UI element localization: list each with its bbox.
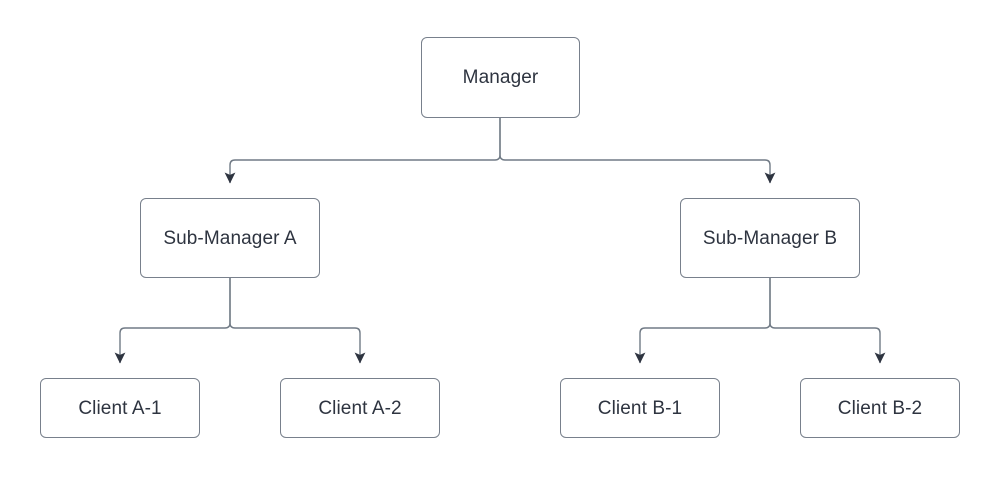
node-client-b2[interactable]: Client B-2 [800, 378, 960, 438]
node-client-a2-label: Client A-2 [318, 397, 402, 419]
node-client-b1-label: Client B-1 [597, 397, 683, 419]
node-sub-manager-b[interactable]: Sub-Manager B [680, 198, 860, 278]
edge-sub-b-to-client-b1 [634, 278, 771, 364]
edge-sub-a-to-client-a1 [114, 278, 231, 364]
node-sub-manager-b-label: Sub-Manager B [702, 227, 838, 249]
node-client-a1-label: Client A-1 [78, 397, 162, 419]
node-sub-manager-a[interactable]: Sub-Manager A [140, 198, 320, 278]
node-manager-label: Manager [462, 67, 539, 88]
node-manager[interactable]: Manager [421, 37, 580, 118]
node-client-a2[interactable]: Client A-2 [280, 378, 440, 438]
edge-manager-to-sub-a [224, 118, 501, 184]
node-sub-manager-a-label: Sub-Manager A [163, 227, 297, 249]
node-client-b1[interactable]: Client B-1 [560, 378, 720, 438]
node-client-a1[interactable]: Client A-1 [40, 378, 200, 438]
edge-sub-a-to-client-a2 [229, 278, 366, 364]
edge-sub-b-to-client-b2 [769, 278, 886, 364]
node-client-b2-label: Client B-2 [837, 397, 923, 419]
edge-manager-to-sub-b [499, 118, 776, 184]
